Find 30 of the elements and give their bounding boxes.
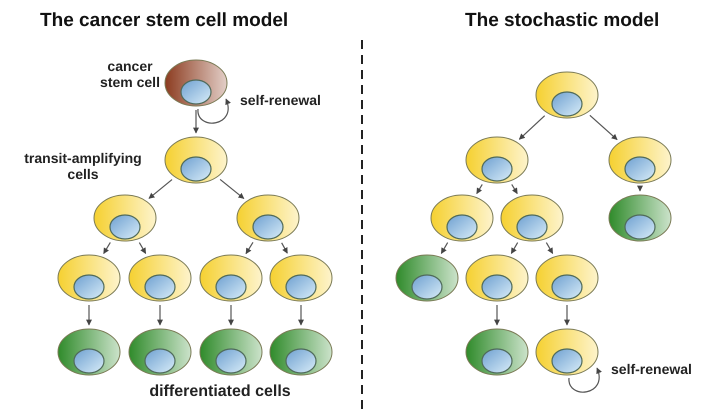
arrow — [86, 305, 92, 326]
panel-heading: The stochastic model — [465, 10, 660, 32]
arrow — [637, 186, 643, 192]
arrow — [518, 115, 546, 140]
cell-caption: cancer stem cell — [99, 58, 161, 90]
arrow — [564, 305, 570, 326]
arrow — [148, 179, 172, 199]
arrow — [220, 178, 244, 200]
arrow — [157, 305, 163, 326]
panel-heading: The cancer stem cell model — [40, 10, 288, 32]
edge-label: self-renewal — [240, 92, 321, 108]
loop-arrow — [197, 98, 230, 124]
arrow — [546, 242, 554, 254]
arrow — [510, 242, 518, 254]
arrow — [138, 242, 146, 254]
arrow — [193, 110, 199, 134]
arrow — [589, 114, 618, 140]
group-caption: differentiated cells — [148, 384, 292, 400]
cell-caption: transit-amplifying cells — [23, 150, 143, 182]
arrow — [228, 305, 234, 326]
arrow — [281, 242, 288, 254]
loop-arrow — [568, 367, 602, 393]
arrow — [476, 184, 483, 194]
arrow — [440, 242, 448, 254]
arrow — [494, 305, 500, 326]
arrow — [103, 242, 111, 254]
arrow — [246, 242, 254, 254]
arrow — [298, 305, 304, 326]
edge-label: self-renewal — [611, 361, 692, 377]
arrow — [511, 184, 518, 194]
